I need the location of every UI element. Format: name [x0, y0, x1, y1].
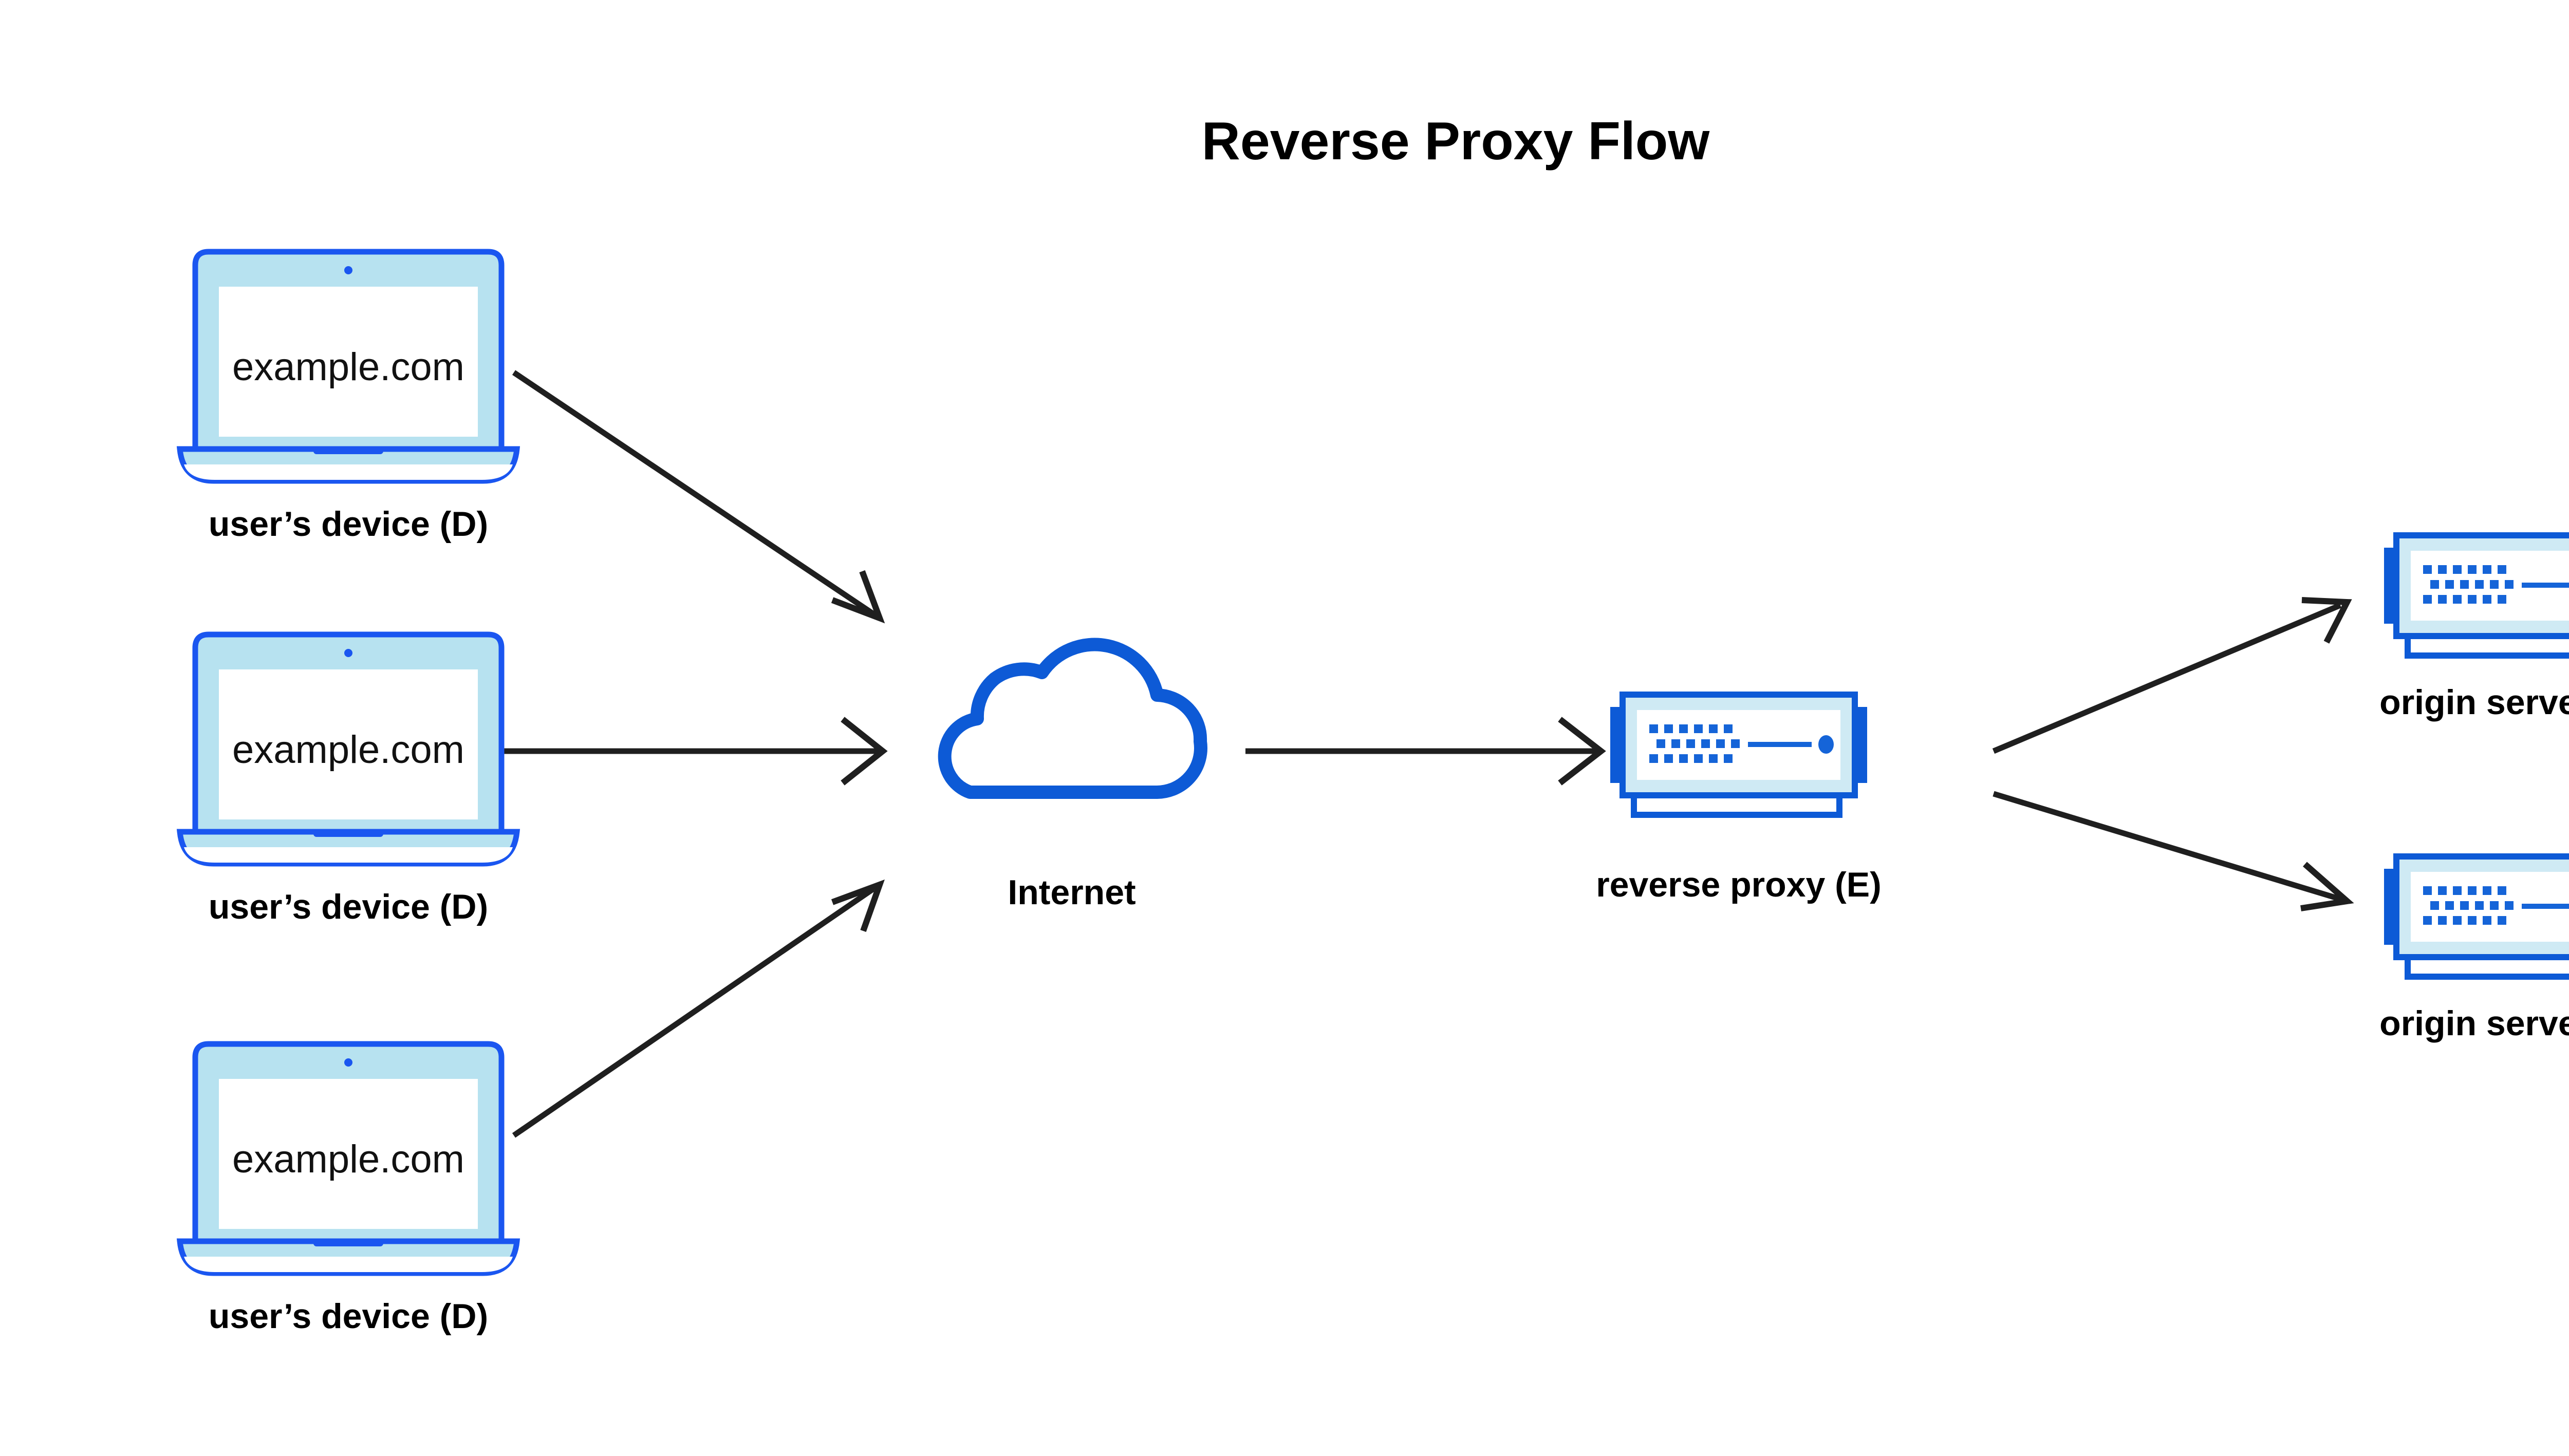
client-label: user’s device (D)	[209, 887, 488, 926]
origin-server-label: origin server (F)	[2379, 683, 2569, 722]
node-internet[interactable]: Internet	[945, 645, 1201, 912]
edge-layer	[504, 370, 2354, 1138]
node-origin-2[interactable]: origin server (F)	[2379, 856, 2569, 1043]
node-client-1[interactable]: example.com user’s device (D)	[180, 252, 517, 544]
client-label: user’s device (D)	[209, 1297, 488, 1336]
node-client-2[interactable]: example.com user’s device (D)	[180, 634, 517, 926]
page-title: Reverse Proxy Flow	[1202, 111, 1710, 171]
reverse-proxy-label: reverse proxy (E)	[1596, 865, 1882, 904]
origin-server-label: origin server (F)	[2379, 1004, 2569, 1043]
edge-client2-internet	[504, 717, 888, 786]
edge-client1-internet	[512, 370, 885, 624]
edge-proxy-origin1	[1992, 597, 2352, 754]
client-screen-text: example.com	[232, 1137, 464, 1181]
node-origin-1[interactable]: origin server (F)	[2379, 535, 2569, 722]
edge-client3-internet	[512, 879, 885, 1138]
server-icon	[2384, 535, 2569, 656]
edge-internet-proxy	[1245, 717, 1606, 786]
node-reverse-proxy[interactable]: reverse proxy (E)	[1596, 695, 1882, 904]
node-client-3[interactable]: example.com user’s device (D)	[180, 1044, 517, 1336]
client-screen-text: example.com	[232, 728, 464, 772]
edge-proxy-origin2	[1993, 791, 2354, 911]
server-icon	[2384, 856, 2569, 977]
server-icon	[1610, 695, 1867, 815]
internet-label: Internet	[1008, 873, 1135, 912]
client-label: user’s device (D)	[209, 505, 488, 544]
client-screen-text: example.com	[232, 345, 464, 389]
